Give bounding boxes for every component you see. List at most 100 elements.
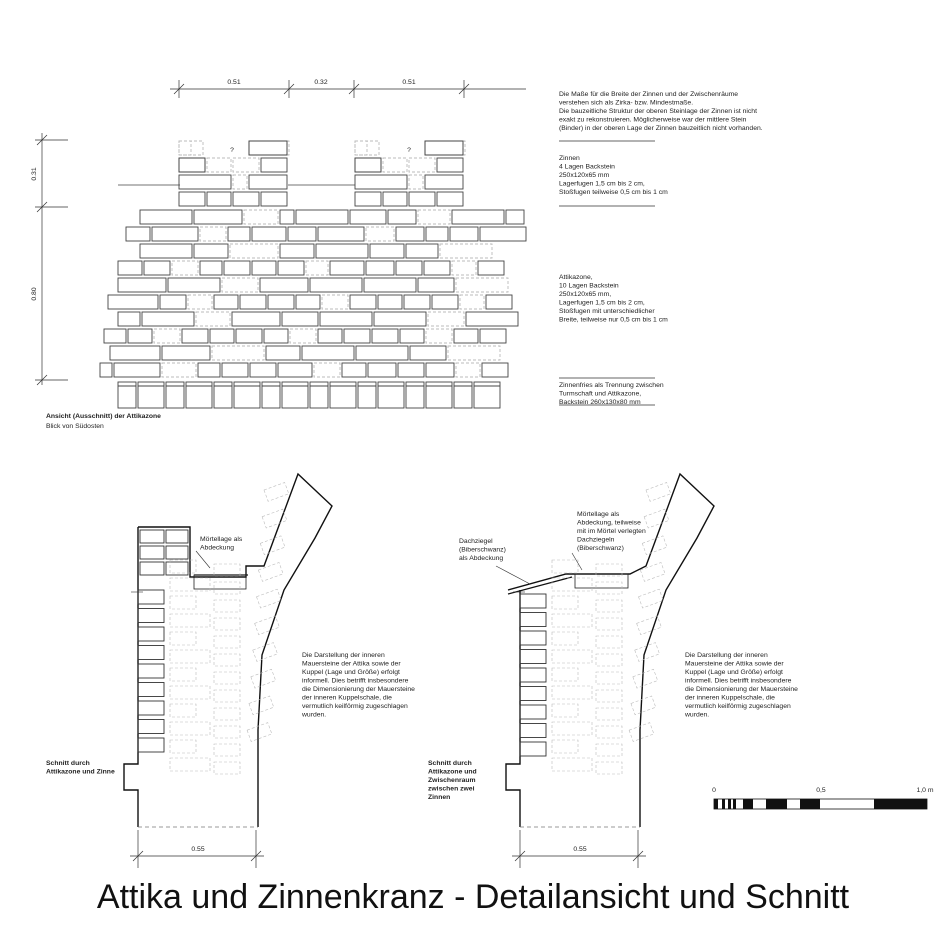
mortar-label-line: Dachziegeln [577, 537, 615, 544]
brick [117, 260, 143, 276]
dome-brick [248, 695, 275, 716]
brick-dashed [206, 157, 232, 173]
inner-brick [551, 595, 579, 610]
brick-dashed [408, 174, 424, 190]
inner-brick [213, 617, 241, 631]
fries-brick [281, 381, 309, 409]
zinne-brick [139, 561, 165, 576]
brick-dashed [232, 157, 260, 173]
dome-brick [632, 668, 659, 689]
merlon-left [178, 140, 290, 207]
heading-line: zwischen zwei [428, 786, 475, 793]
note-fries-line: Zinnenfries als Trennung zwischen [559, 382, 664, 389]
brick [107, 294, 159, 310]
brick [436, 191, 464, 207]
brick [161, 345, 211, 361]
brick [317, 226, 365, 242]
brick [193, 243, 229, 259]
zinne-brick [165, 545, 189, 560]
unknown-brick-mark-2: ? [407, 147, 411, 154]
dome-brick [261, 508, 288, 529]
brick-dashed [455, 277, 509, 293]
brick-dashed [178, 140, 204, 156]
brick-dashed [447, 345, 501, 361]
brick [178, 157, 206, 173]
description-line: vermutlich keilförmig zugeschlagen [685, 703, 791, 710]
elevation-view: 0.51 0.32 0.51 0.31 0.80 ? ? Ansicht (Au… [31, 79, 527, 430]
brick [395, 226, 425, 242]
inner-brick [595, 653, 623, 667]
dome-brick [246, 722, 273, 742]
inner-brick [595, 599, 623, 613]
dim-gap-width: 0.32 [314, 79, 327, 86]
dome-brick [250, 668, 277, 689]
attika-brick-courses [99, 209, 527, 378]
zinne-brick [139, 545, 165, 560]
brick-dashed [417, 209, 451, 225]
dim-zinne-width-2: 0.51 [402, 79, 415, 86]
brick [363, 277, 417, 293]
fries-brick [185, 381, 213, 409]
inner-brick [595, 707, 623, 721]
brick-dashed [451, 260, 477, 276]
brick [231, 311, 281, 327]
merlon-right [354, 140, 466, 207]
fries-brick [213, 381, 233, 409]
brick [295, 209, 349, 225]
section-brick [137, 645, 165, 660]
dome-brick [259, 535, 286, 556]
fries-brick [473, 381, 501, 409]
section-brick [137, 737, 165, 753]
brick [251, 226, 287, 242]
brick [159, 294, 187, 310]
brick [431, 294, 459, 310]
dome-brick [263, 482, 290, 502]
inner-brick [213, 725, 241, 739]
section-brick [137, 589, 165, 605]
brick [295, 294, 321, 310]
section-right-tile-label: Dachziegel(Biberschwanz)als Abdeckung [459, 538, 506, 562]
inner-brick [169, 595, 197, 610]
dome-brick [628, 722, 655, 742]
inner-brick [595, 689, 623, 703]
brick [167, 277, 221, 293]
brick-dashed [425, 328, 453, 344]
note-general: Die Maße für die Breite der Zinnen und d… [559, 91, 763, 132]
section-brick [519, 593, 547, 609]
brick-dashed [161, 362, 197, 378]
brick [382, 191, 408, 207]
brick [343, 328, 371, 344]
section-brick [519, 686, 547, 701]
scale-label-half: 0,5 [816, 787, 826, 794]
inner-brick [595, 743, 623, 757]
section-brick [137, 626, 165, 642]
inner-brick [213, 563, 241, 577]
note-general-line: exakt zu rekonstruieren. Möglicherweise … [559, 117, 747, 124]
brick [465, 311, 519, 327]
note-attika-line: Attikazone, [559, 274, 593, 281]
brick [279, 209, 295, 225]
dome-brick [254, 615, 280, 636]
section-right-width: 0.55 [573, 846, 586, 853]
mortar-label-line: Mörtellage als [577, 511, 620, 518]
zinne-brick [165, 561, 189, 576]
brick [349, 294, 377, 310]
description-line: Kuppel (Lage und Größe) erfolgt [302, 669, 400, 676]
brick [281, 311, 319, 327]
brick [151, 226, 199, 242]
section-brick [137, 700, 165, 716]
brick [399, 328, 425, 344]
brick [267, 294, 295, 310]
section-right-inner-bricks [551, 482, 672, 775]
dome-brick [639, 562, 666, 582]
brick-dashed [243, 209, 279, 225]
brick [479, 328, 507, 344]
brick-dashed [427, 311, 465, 327]
inner-brick [213, 581, 241, 595]
description-line: Die Darstellung der inneren [685, 652, 768, 659]
brick [277, 260, 305, 276]
description-line: informell. Dies betrifft insbesondere [685, 678, 792, 685]
brick [127, 328, 153, 344]
